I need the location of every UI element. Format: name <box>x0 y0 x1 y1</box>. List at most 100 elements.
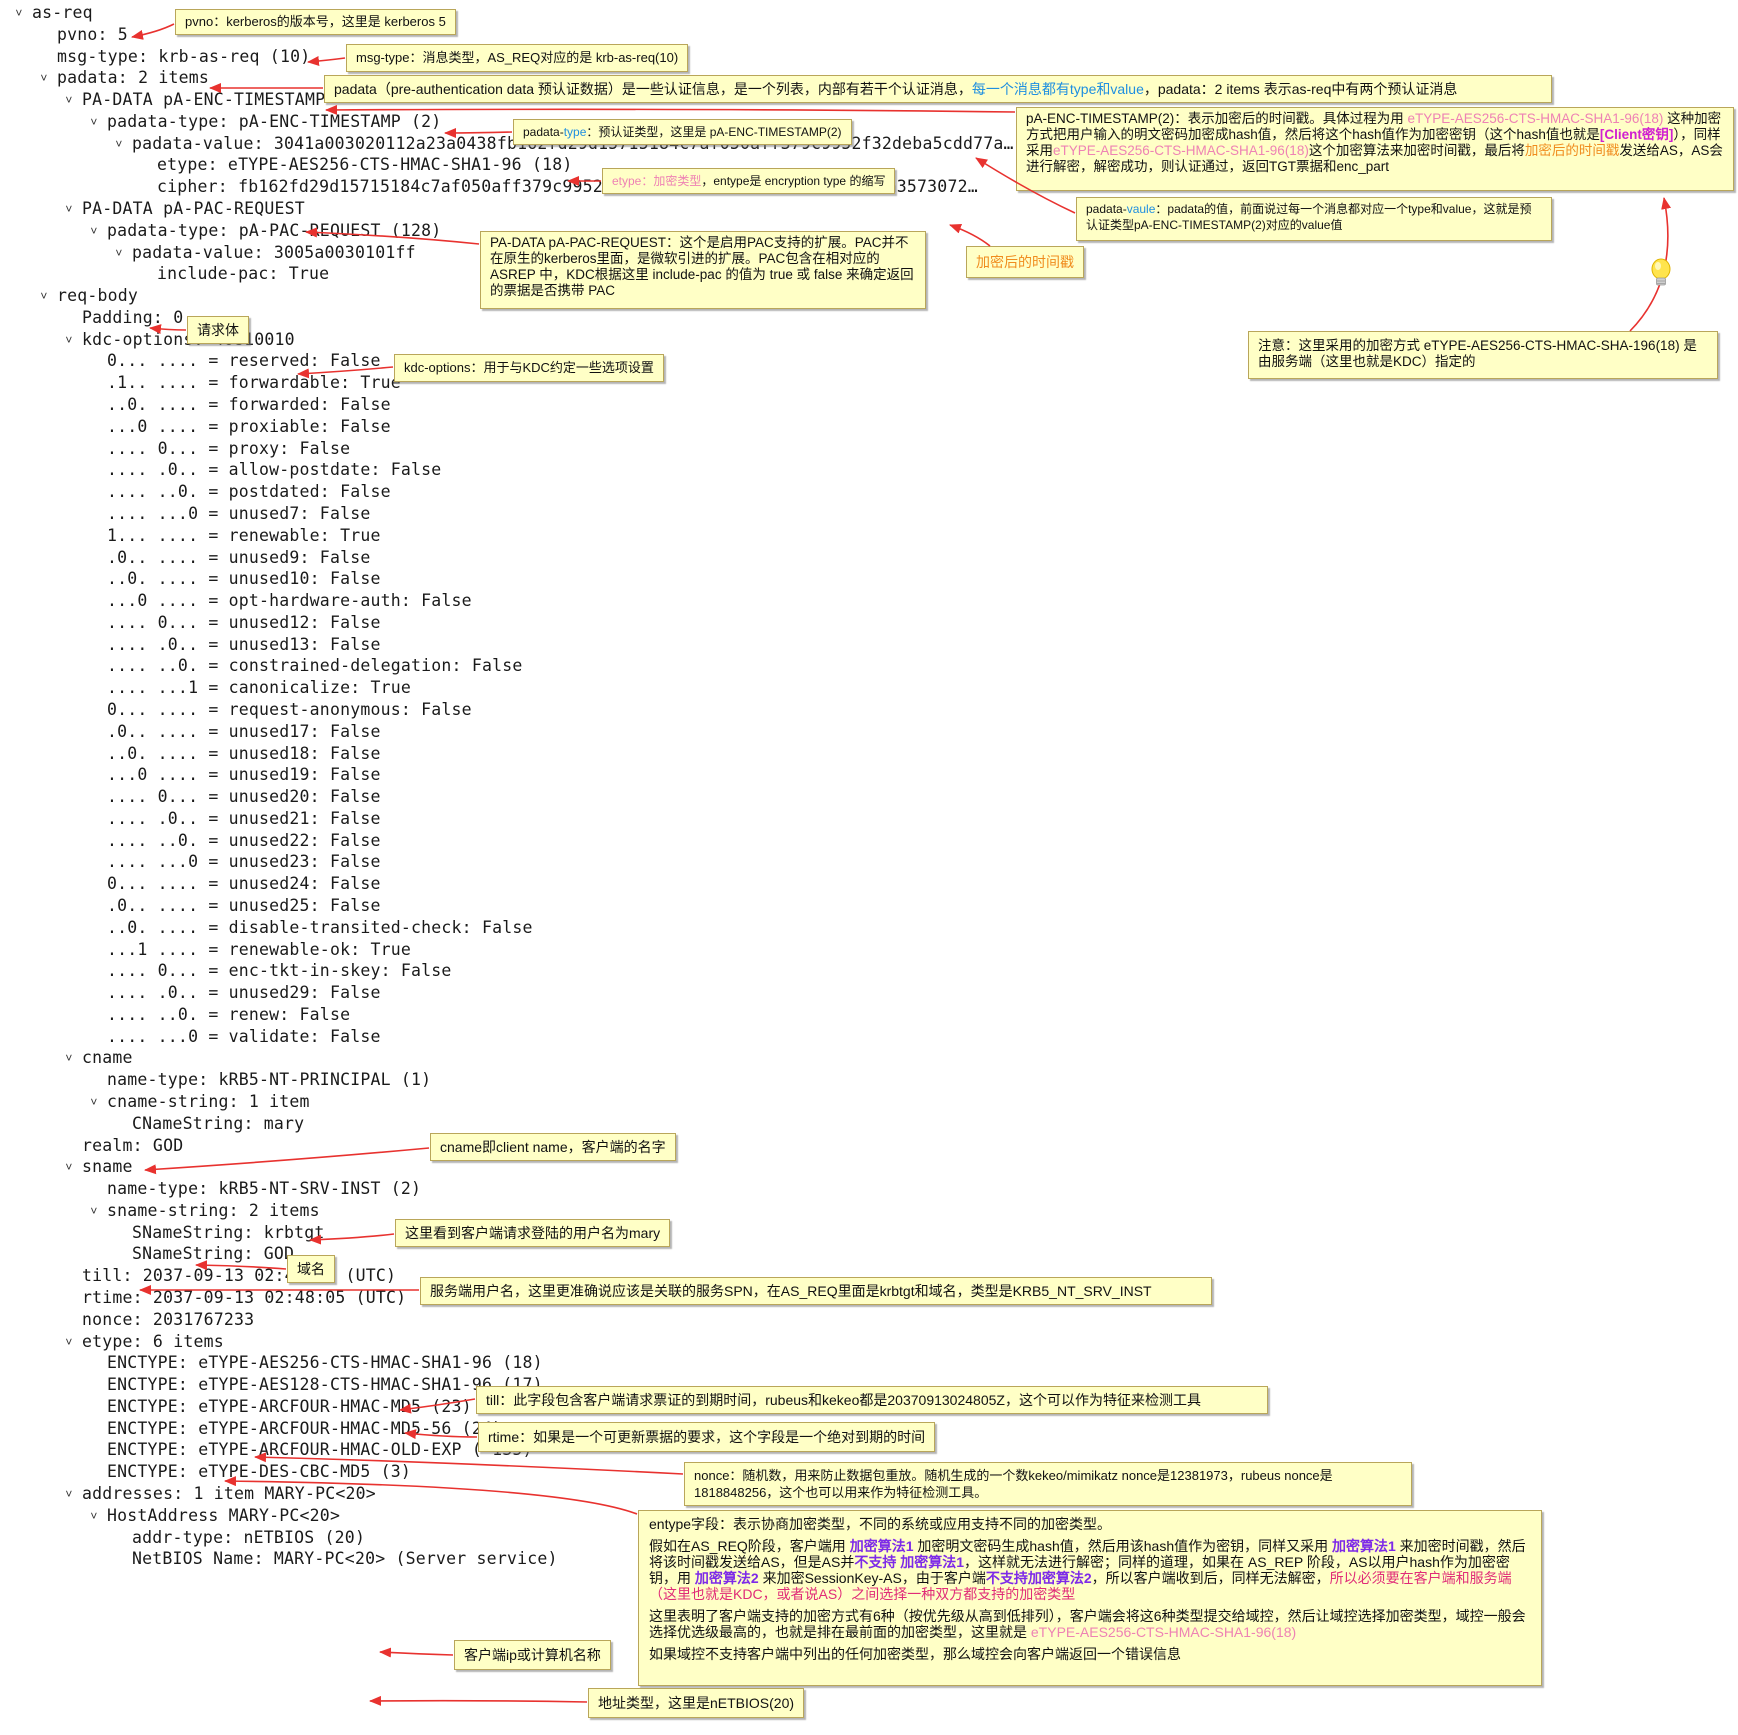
tree-row[interactable]: ..0. .... = disable-transited-check: Fal… <box>107 916 533 940</box>
tree-row[interactable]: ...0 .... = unused19: False <box>107 763 381 787</box>
tree-row[interactable]: pvno: 5 <box>57 23 128 47</box>
chevron-down-icon[interactable]: ˅ <box>65 1051 73 1066</box>
tree-row-label: ..0. .... = unused18: False <box>107 743 381 763</box>
chevron-down-icon[interactable]: ˅ <box>115 136 123 151</box>
chevron-down-icon[interactable]: ˅ <box>65 93 73 108</box>
tree-row[interactable]: ..0. .... = unused10: False <box>107 567 381 591</box>
tree-row[interactable]: .... ..0. = unused22: False <box>107 829 381 853</box>
tree-row[interactable]: ..0. .... = forwarded: False <box>107 393 391 417</box>
tree-row[interactable]: ...0 .... = opt-hardware-auth: False <box>107 589 472 613</box>
tree-row[interactable]: realm: GOD <box>82 1134 183 1158</box>
tree-row[interactable]: ENCTYPE: eTYPE-DES-CBC-MD5 (3) <box>107 1460 411 1484</box>
tree-row[interactable]: .0.. .... = unused9: False <box>107 546 370 570</box>
tree-row[interactable]: ˅PA-DATA pA-ENC-TIMESTAMP <box>62 88 325 112</box>
chevron-down-icon[interactable]: ˅ <box>40 71 48 86</box>
tree-row[interactable]: ˅sname <box>62 1155 133 1179</box>
chevron-down-icon[interactable]: ˅ <box>40 289 48 304</box>
tree-row[interactable]: SNameString: krbtgt <box>132 1221 325 1245</box>
tree-row[interactable]: .... .0.. = unused29: False <box>107 981 381 1005</box>
note-padata-value: padata-vaule：padata的值，前面说过每一个消息都对应一个type… <box>1076 197 1552 241</box>
tree-row[interactable]: CNameString: mary <box>132 1112 304 1136</box>
chevron-down-icon[interactable]: ˅ <box>65 1487 73 1502</box>
tree-row[interactable]: .0.. .... = unused17: False <box>107 720 381 744</box>
tree-row[interactable]: rtime: 2037-09-13 02:48:05 (UTC) <box>82 1286 406 1310</box>
note-text: 服务端用户名，这里更准确说应该是关联的服务SPN，在AS_REQ里面是krbtg… <box>430 1283 1152 1299</box>
chevron-down-icon[interactable]: ˅ <box>90 1095 98 1109</box>
tree-row[interactable]: SNameString: GOD <box>132 1242 294 1266</box>
tree-row[interactable]: 0... .... = unused24: False <box>107 872 381 896</box>
tree-row[interactable]: .... .0.. = allow-postdate: False <box>107 458 441 482</box>
tree-row[interactable]: addr-type: nETBIOS (20) <box>132 1526 365 1550</box>
note-etype: etype：加密类型，entype是 encryption type 的缩写 <box>602 168 896 194</box>
note-padata: padata（pre-authentication data 预认证数据）是一些… <box>324 75 1552 103</box>
chevron-down-icon[interactable]: ˅ <box>90 223 98 238</box>
tree-row[interactable]: .... ..0. = postdated: False <box>107 480 391 504</box>
chevron-down-icon[interactable]: ˅ <box>90 1508 98 1523</box>
chevron-down-icon[interactable]: ˅ <box>115 245 123 260</box>
chevron-down-icon[interactable]: ˅ <box>65 202 73 217</box>
tree-row[interactable]: msg-type: krb-as-req (10) <box>57 45 310 69</box>
tree-row[interactable]: include-pac: True <box>157 262 329 286</box>
chevron-down-icon[interactable]: ˅ <box>15 6 23 20</box>
tree-row[interactable]: .1.. .... = forwardable: True <box>107 371 401 395</box>
tree-row[interactable]: ˅HostAddress MARY-PC<20> <box>87 1504 340 1528</box>
tree-row[interactable]: ˅padata: 2 items <box>37 66 209 90</box>
tree-row[interactable]: name-type: kRB5-NT-SRV-INST (2) <box>107 1177 421 1201</box>
tree-row[interactable]: 1... .... = renewable: True <box>107 524 381 548</box>
chevron-down-icon[interactable]: ˅ <box>65 1334 73 1349</box>
tree-row[interactable]: ˅etype: 6 items <box>62 1330 224 1354</box>
tree-row[interactable]: ˅padata-type: pA-PAC-REQUEST (128) <box>87 219 441 243</box>
tree-row[interactable]: ˅cname-string: 1 item <box>87 1090 310 1114</box>
tree-row[interactable]: ˅cname <box>62 1046 133 1070</box>
tree-row-label: .... .0.. = unused13: False <box>107 634 381 654</box>
tree-row[interactable]: .... ...0 = unused7: False <box>107 502 370 526</box>
tree-row[interactable]: till: 2037-09-13 02:48:05 (UTC) <box>82 1264 396 1288</box>
tree-row[interactable]: .... ...1 = canonicalize: True <box>107 676 411 700</box>
tree-row-label: padata-type: pA-ENC-TIMESTAMP (2) <box>107 111 442 131</box>
tree-row[interactable]: .... ...0 = unused23: False <box>107 850 381 874</box>
tree-row-label: .0.. .... = unused9: False <box>107 547 371 567</box>
chevron-down-icon[interactable]: ˅ <box>90 1203 98 1218</box>
tree-row[interactable]: .... 0... = unused12: False <box>107 611 381 635</box>
chevron-down-icon[interactable]: ˅ <box>65 1160 73 1175</box>
tree-row[interactable]: name-type: kRB5-NT-PRINCIPAL (1) <box>107 1068 431 1092</box>
tree-row[interactable]: ENCTYPE: eTYPE-ARCFOUR-HMAC-MD5-56 (24) <box>107 1417 502 1441</box>
note-text: PA-DATA pA-PAC-REQUEST：这个是启用PAC支持的扩展。PAC… <box>490 235 914 298</box>
tree-row[interactable]: .... ..0. = renew: False <box>107 1003 350 1027</box>
tree-row[interactable]: .0.. .... = unused25: False <box>107 894 381 918</box>
tree-row[interactable]: ˅sname-string: 2 items <box>87 1199 320 1223</box>
tree-row[interactable]: .... 0... = proxy: False <box>107 437 350 461</box>
chevron-down-icon[interactable]: ˅ <box>65 332 73 347</box>
tree-row[interactable]: ˅req-body <box>37 284 138 308</box>
tree-row[interactable]: ENCTYPE: eTYPE-ARCFOUR-HMAC-MD5 (23) <box>107 1395 472 1419</box>
tree-row[interactable]: ˅kdc-options: 40810010 <box>62 328 295 352</box>
tree-row[interactable]: NetBIOS Name: MARY-PC<20> (Server servic… <box>132 1547 558 1571</box>
tree-row[interactable]: Padding: 0 <box>82 306 183 330</box>
tree-row[interactable]: ˅as-req <box>12 1 93 25</box>
tree-row[interactable]: ˅PA-DATA pA-PAC-REQUEST <box>62 197 305 221</box>
tree-row[interactable]: 0... .... = reserved: False <box>107 349 381 373</box>
tree-row[interactable]: ...1 .... = renewable-ok: True <box>107 938 411 962</box>
tree-row[interactable]: ˅padata-value: 3005a0030101ff <box>112 241 416 265</box>
note-text: entype字段：表示协商加密类型，不同的系统或应用支持不同的加密类型。 <box>649 1516 1112 1532</box>
tree-row[interactable]: .... 0... = unused20: False <box>107 785 381 809</box>
note-text: 加密算法2 <box>694 1570 759 1586</box>
tree-row[interactable]: ˅ padata-type: pA-ENC-TIMESTAMP (2) <box>87 110 441 134</box>
tree-row[interactable]: nonce: 2031767233 <box>82 1308 254 1332</box>
tree-row[interactable]: ..0. .... = unused18: False <box>107 742 381 766</box>
note-text: 这里看到客户端请求登陆的用户名为mary <box>405 1225 661 1241</box>
chevron-down-icon[interactable]: ˅ <box>90 114 98 129</box>
tree-row[interactable]: etype: eTYPE-AES256-CTS-HMAC-SHA1-96 (18… <box>157 153 573 177</box>
tree-row[interactable]: ENCTYPE: eTYPE-AES256-CTS-HMAC-SHA1-96 (… <box>107 1351 543 1375</box>
tree-row[interactable]: ENCTYPE: eTYPE-AES128-CTS-HMAC-SHA1-96 (… <box>107 1373 543 1397</box>
tree-row[interactable]: .... 0... = enc-tkt-in-skey: False <box>107 959 452 983</box>
tree-row[interactable]: .... ..0. = constrained-delegation: Fals… <box>107 654 523 678</box>
tree-row[interactable]: ENCTYPE: eTYPE-ARCFOUR-HMAC-OLD-EXP (-13… <box>107 1438 533 1462</box>
tree-row[interactable]: .... ...0 = validate: False <box>107 1025 381 1049</box>
tree-row[interactable]: .... .0.. = unused13: False <box>107 633 381 657</box>
tree-row[interactable]: 0... .... = request-anonymous: False <box>107 698 472 722</box>
tree-row[interactable]: .... .0.. = unused21: False <box>107 807 381 831</box>
note-cname: cname即client name，客户端的名字 <box>430 1133 676 1161</box>
tree-row[interactable]: ˅addresses: 1 item MARY-PC<20> <box>62 1482 376 1506</box>
tree-row[interactable]: ...0 .... = proxiable: False <box>107 415 391 439</box>
